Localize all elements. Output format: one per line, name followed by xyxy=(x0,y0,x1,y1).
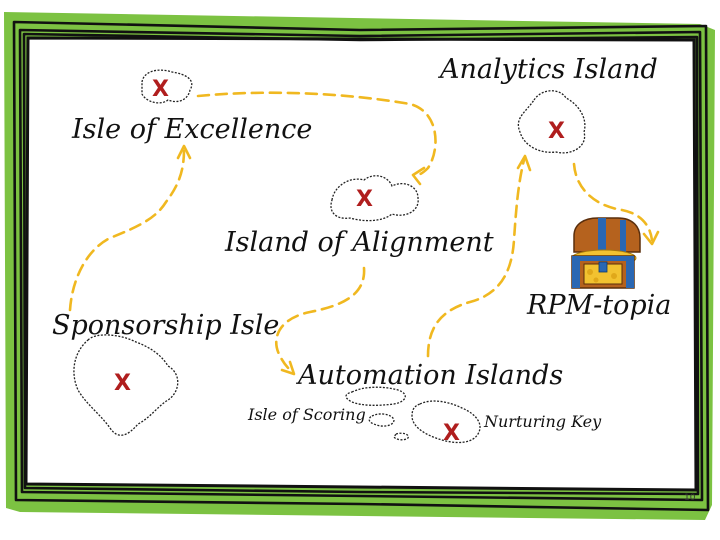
label-analytics-island: Analytics Island xyxy=(437,54,658,85)
route-sponsorship-to-excellence xyxy=(68,148,186,312)
arrowhead-rpm-topia xyxy=(642,230,660,246)
gold-coin-3 xyxy=(593,277,599,283)
route-analytics-to-rpm-topia xyxy=(572,162,654,242)
label-rpm-topia: RPM-topia xyxy=(526,290,671,321)
label-sponsorship-isle: Sponsorship Isle xyxy=(52,310,279,341)
gold-coin-2 xyxy=(611,273,617,279)
island-sponsorship xyxy=(73,334,179,436)
island-analytics xyxy=(517,90,586,154)
treasure-route xyxy=(68,91,660,376)
island-scoring-small-1 xyxy=(368,413,395,427)
arrowhead-automation xyxy=(280,360,296,376)
chest-trim-top xyxy=(572,256,634,261)
location-labels: Isle of Excellence Analytics Island Isla… xyxy=(52,54,671,431)
label-isle-of-scoring: Isle of Scoring xyxy=(247,405,366,424)
x-marker-analytics: X xyxy=(548,119,565,144)
frame-sketch-line-outer xyxy=(12,20,710,512)
label-island-of-alignment: Island of Alignment xyxy=(224,227,494,258)
x-marker-nurturing: X xyxy=(443,421,460,446)
route-excellence-to-alignment xyxy=(196,91,437,177)
chest-trim-left xyxy=(572,256,580,288)
frame-sketch-line-inner xyxy=(22,32,700,496)
chest-trim-right xyxy=(626,256,634,288)
x-marker-alignment: X xyxy=(356,187,373,212)
frame-sketch-line-mid xyxy=(18,28,704,502)
island-excellence xyxy=(141,69,193,104)
arrowhead-excellence xyxy=(176,144,192,160)
island-scoring-main xyxy=(345,386,406,406)
x-marker-sponsorship: X xyxy=(114,371,131,396)
chest-lock xyxy=(598,261,608,273)
island-shapes xyxy=(73,69,586,444)
x-markers: X X X X X xyxy=(114,77,565,446)
treasure-chest-icon xyxy=(571,217,641,289)
label-automation-islands: Automation Islands xyxy=(295,360,563,391)
island-scoring-small-2 xyxy=(393,432,409,441)
route-automation-to-analytics xyxy=(426,158,526,358)
gold-coin-1 xyxy=(587,269,593,275)
arrowhead-analytics xyxy=(516,154,532,172)
chest-lid xyxy=(573,217,641,253)
island-alignment xyxy=(330,175,419,222)
page-number: 10 xyxy=(684,493,696,503)
label-isle-of-excellence: Isle of Excellence xyxy=(71,114,312,145)
arrowhead-alignment xyxy=(411,166,426,186)
chest-lid-band-2 xyxy=(620,220,626,252)
island-nurturing xyxy=(411,400,481,444)
x-marker-excellence: X xyxy=(152,77,169,102)
map-frame xyxy=(4,12,715,520)
label-nurturing-key: Nurturing Key xyxy=(483,412,602,431)
route-alignment-to-automation xyxy=(274,266,366,374)
chest-lid-band xyxy=(598,218,606,252)
